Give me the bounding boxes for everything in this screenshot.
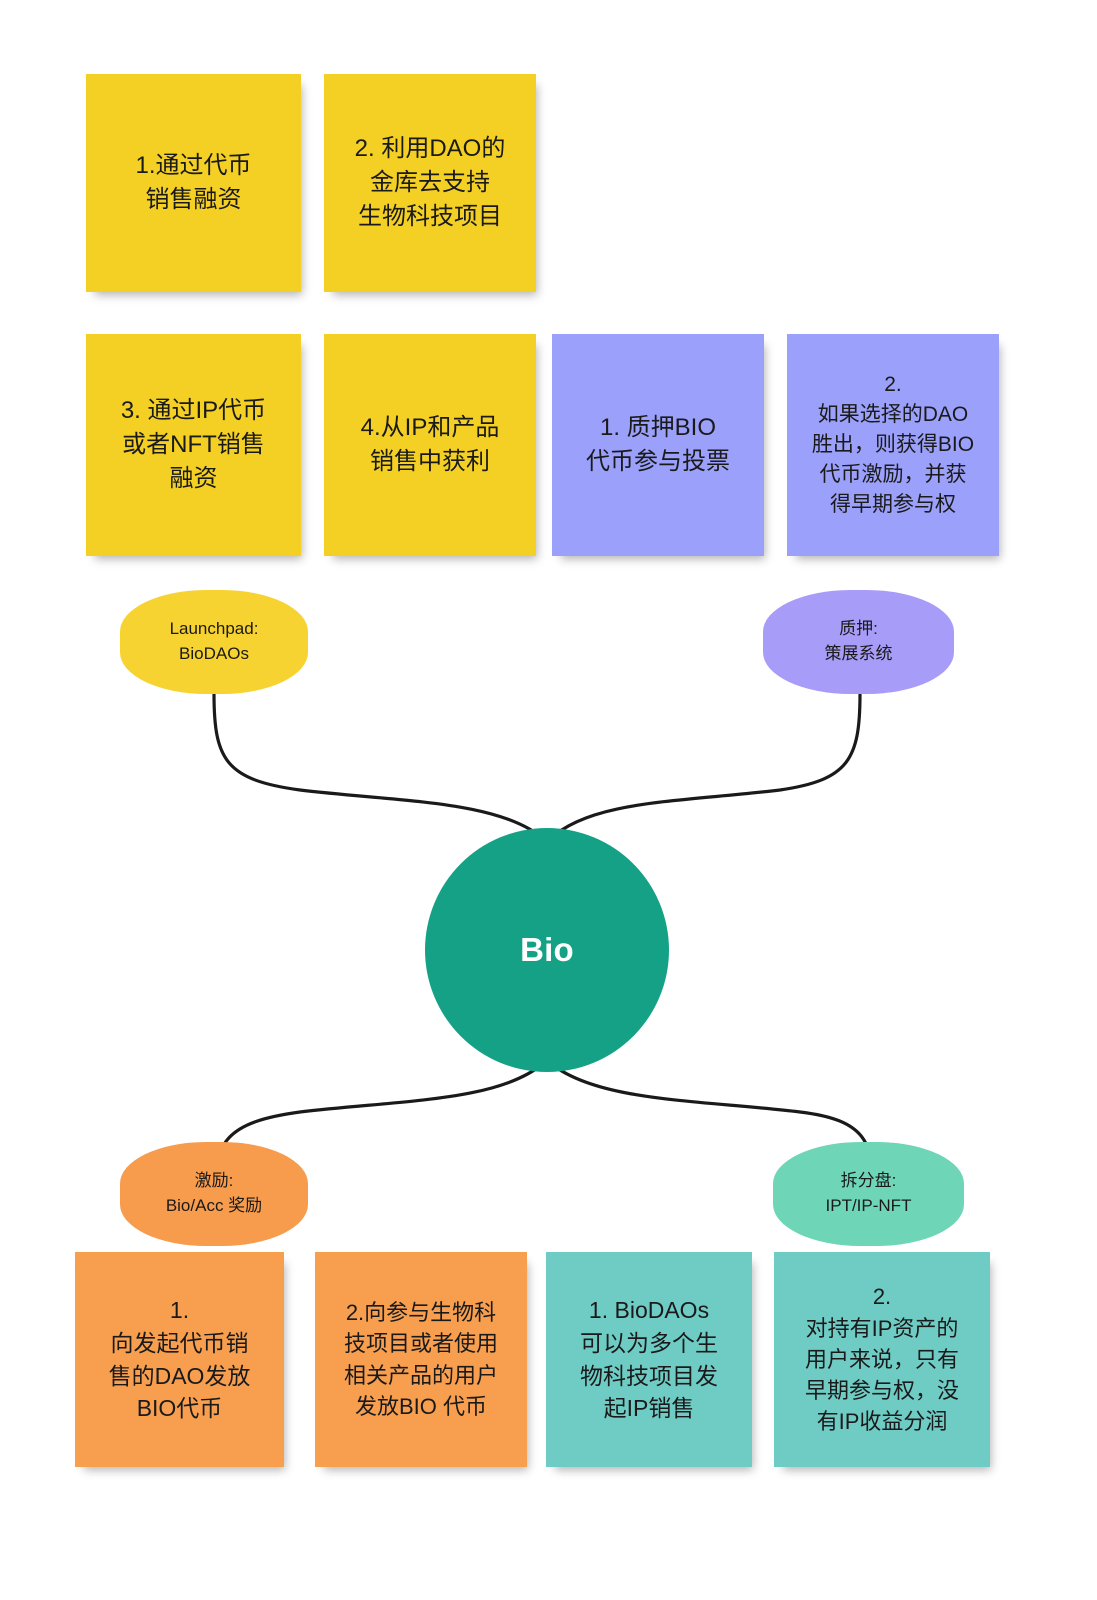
sticky-note-launchpad-4[interactable]: 4.从IP和产品 销售中获利 — [324, 334, 536, 556]
sticky-note-staking-2[interactable]: 2. 如果选择的DAO 胜出，则获得BIO 代币激励，并获 得早期参与权 — [787, 334, 999, 556]
sticky-note-incentive-2[interactable]: 2.向参与生物科 技项目或者使用 相关产品的用户 发放BIO 代币 — [315, 1252, 527, 1467]
central-node-bio[interactable]: Bio — [425, 828, 669, 1072]
branch-node-label: Launchpad: BioDAOs — [169, 619, 259, 663]
sticky-note-split-1[interactable]: 1. BioDAOs 可以为多个生 物科技项目发 起IP销售 — [546, 1252, 752, 1467]
branch-node-label: 质押: 策展系统 — [824, 619, 893, 663]
note-text: 1. BioDAOs 可以为多个生 物科技项目发 起IP销售 — [580, 1297, 718, 1422]
note-text: 2. 利用DAO的 金库去支持 生物科技项目 — [354, 134, 506, 231]
central-node-label: Bio — [520, 931, 574, 968]
note-text: 4.从IP和产品 销售中获利 — [360, 413, 500, 475]
sticky-note-launchpad-3[interactable]: 3. 通过IP代币 或者NFT销售 融资 — [86, 334, 301, 556]
branch-node-staking[interactable]: 质押: 策展系统 — [763, 590, 954, 694]
branch-node-split[interactable]: 拆分盘: IPT/IP-NFT — [773, 1142, 964, 1246]
note-text: 1. 向发起代币销 售的DAO发放 BIO代币 — [108, 1297, 251, 1422]
connector-launchpad-to-hub — [212, 692, 547, 842]
branch-node-incentive[interactable]: 激励: Bio/Acc 奖励 — [120, 1142, 308, 1246]
branch-node-label: 激励: Bio/Acc 奖励 — [165, 1171, 263, 1215]
note-text: 2. 对持有IP资产的 用户来说，只有 早期参与权，没 有IP收益分润 — [804, 1284, 959, 1435]
note-text: 1. 质押BIO 代币参与投票 — [586, 413, 730, 475]
sticky-note-launchpad-2[interactable]: 2. 利用DAO的 金库去支持 生物科技项目 — [324, 74, 536, 292]
sticky-note-launchpad-1[interactable]: 1.通过代币 销售融资 — [86, 74, 301, 292]
branch-node-launchpad[interactable]: Launchpad: BioDAOs — [120, 590, 308, 694]
note-text: 2.向参与生物科 技项目或者使用 相关产品的用户 发放BIO 代币 — [343, 1300, 498, 1419]
note-text: 1.通过代币 销售融资 — [135, 151, 252, 213]
note-text: 2. 如果选择的DAO 胜出，则获得BIO 代币激励，并获 得早期参与权 — [811, 373, 975, 516]
branch-node-label: 拆分盘: IPT/IP-NFT — [825, 1171, 912, 1215]
sticky-note-split-2[interactable]: 2. 对持有IP资产的 用户来说，只有 早期参与权，没 有IP收益分润 — [774, 1252, 990, 1467]
connector-staking-to-hub — [547, 692, 862, 842]
sticky-note-staking-1[interactable]: 1. 质押BIO 代币参与投票 — [552, 334, 764, 556]
sticky-note-incentive-1[interactable]: 1. 向发起代币销 售的DAO发放 BIO代币 — [75, 1252, 284, 1467]
note-text: 3. 通过IP代币 或者NFT销售 融资 — [120, 396, 267, 493]
